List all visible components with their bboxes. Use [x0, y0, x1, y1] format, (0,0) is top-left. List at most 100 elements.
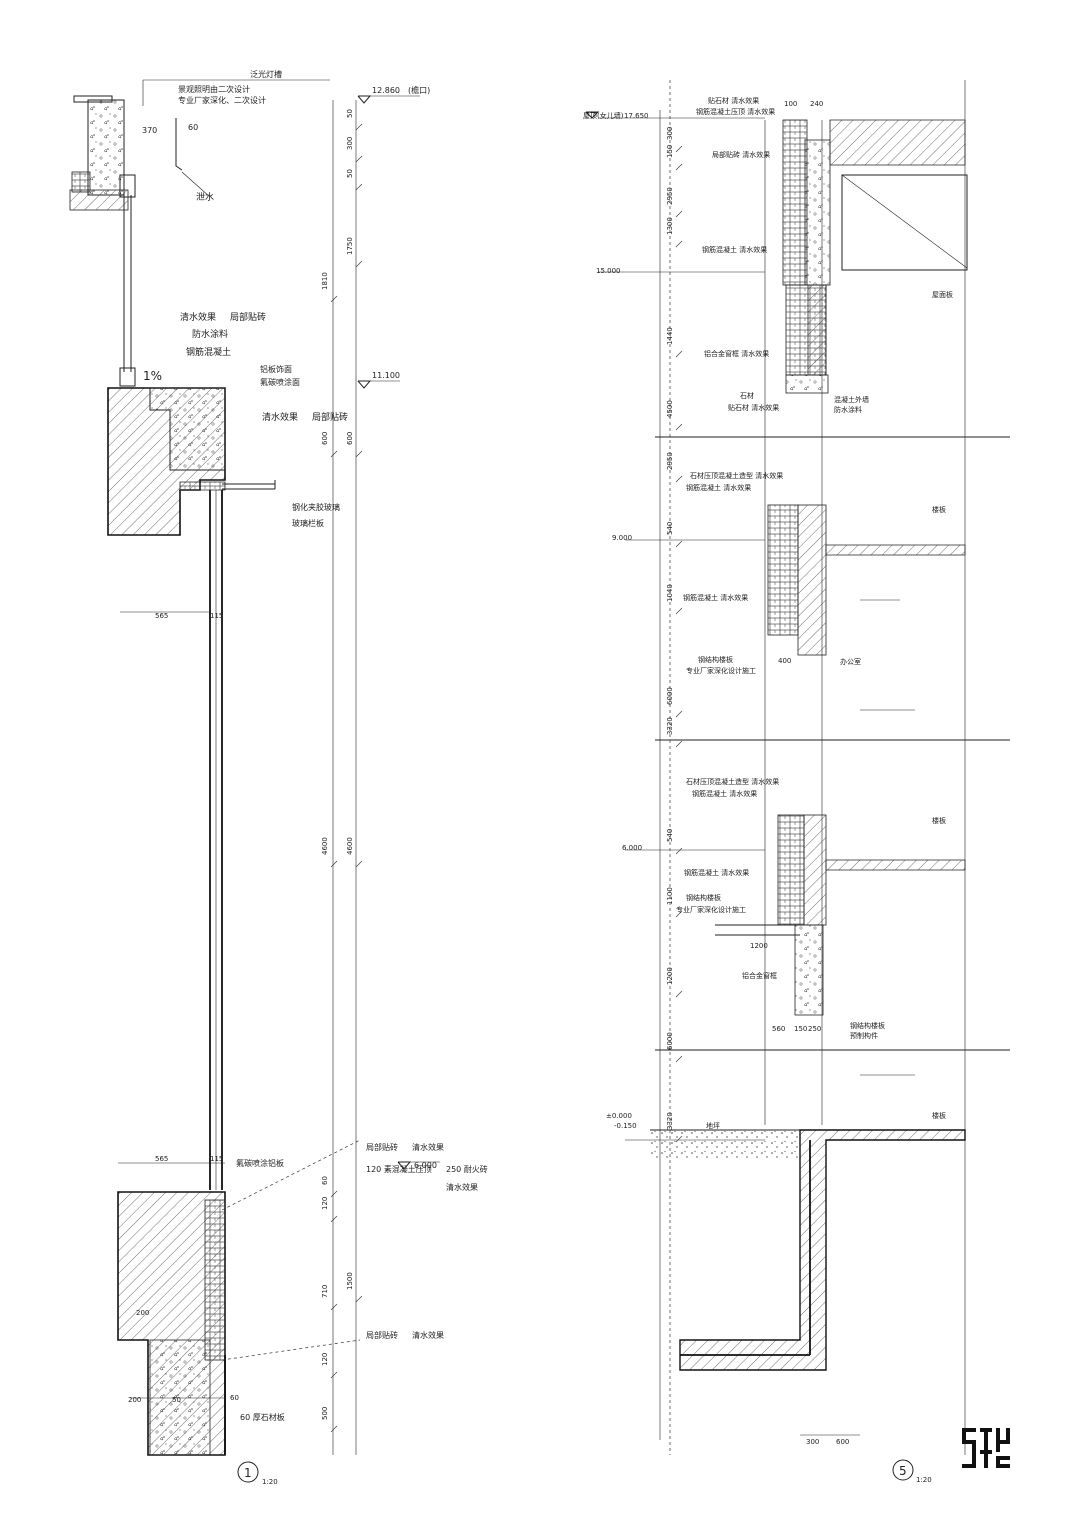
- d1-dim-565a: 565: [155, 612, 168, 620]
- d5-dim-left-tick-10: [675, 740, 683, 748]
- d5-scale: 1:20: [916, 1476, 932, 1484]
- d1-dim-outer-tick-4: [355, 450, 363, 458]
- d1-dim-50: 50: [172, 1396, 181, 1404]
- d1-tiezhuan: 局部贴砖: [312, 411, 348, 423]
- d1-dim-outer-2: 50: [346, 169, 354, 178]
- d1-dim-inner-0: 1810: [321, 272, 329, 290]
- d1-dim-outer-6: 1500: [346, 1272, 354, 1290]
- d5-dim-250: 250: [808, 1025, 821, 1033]
- d5-dim-left-tick-8: [675, 607, 683, 615]
- d5-note-r2: 钢筋混凝土压顶 清水效果: [696, 107, 775, 116]
- d5-dim-left-1: 150: [666, 145, 674, 158]
- d5-label-room: 办公室: [840, 657, 861, 666]
- d5-dim-b2: 600: [836, 1438, 849, 1446]
- d1-dim-inner-tick-7: [330, 1425, 338, 1433]
- d5-label-floor: 楼板: [932, 505, 946, 514]
- d5-dim-400: 400: [778, 657, 791, 665]
- d1-dim-outer-tick-2: [355, 183, 363, 191]
- d5-level-6: 6.000: [622, 844, 642, 852]
- d1-dim-565b: 565: [155, 1155, 168, 1163]
- detail-5-geometry: [585, 80, 1010, 1455]
- d5-dim-left-6: 2950: [666, 452, 674, 470]
- d5-note-l7: 钢结构楼板: [850, 1021, 885, 1030]
- d5-dim-left-tick-0: [675, 145, 683, 153]
- d5-note-r6: 石材: [740, 391, 754, 400]
- d1-dim-115a: 115: [210, 612, 223, 620]
- d1-dim-inner-7: 500: [321, 1407, 329, 1420]
- d5-dim-left-0: 300: [666, 127, 674, 140]
- d5-dimension-chain: 3001502950130014404500295054010406000332…: [666, 127, 683, 1143]
- d1-dim-outer-1: 300: [346, 137, 354, 150]
- d5-dim-left-tick-6: [675, 475, 683, 483]
- d5-dim-left-3: 1300: [666, 217, 674, 235]
- d5-dim-left-tick-11: [675, 847, 683, 855]
- d1-dim-200: 200: [136, 1309, 149, 1317]
- d1-note-a2: 清水效果: [412, 1142, 444, 1152]
- d5-dim-left-tick-7: [675, 540, 683, 548]
- d5-dim-left-tick-14: [675, 1055, 683, 1063]
- d5-dim-left-tick-1: [675, 163, 683, 171]
- d1-dim-inner-2: 4600: [321, 837, 329, 855]
- d1-dim-60: 60: [188, 123, 198, 132]
- d5-dim-left-tick-5: [675, 423, 683, 431]
- d1-dim-outer-tick-3: [355, 260, 363, 268]
- d5-label-floor-3: 楼板: [932, 1111, 946, 1120]
- d1-level-top: 12.860: [372, 86, 400, 95]
- d1-dim-outer-3: 1750: [346, 237, 354, 255]
- d1-note-b: 120 素混凝土压顶: [366, 1164, 432, 1174]
- d5-note-r7: 贴石材 清水效果: [728, 403, 779, 412]
- d5-tag-circle: [892, 1459, 914, 1481]
- d1-dim-outer-tick-0: [355, 123, 363, 131]
- d5-dim-left-14: 6000: [666, 1032, 674, 1050]
- d5-dim-left-tick-15: [675, 1135, 683, 1143]
- d1-level-6: 6.000: [414, 1161, 437, 1170]
- d1-dim-inner-4: 120: [321, 1197, 329, 1210]
- d5-dim-left-2: 2950: [666, 187, 674, 205]
- d1-dim-115b: 115: [210, 1155, 223, 1163]
- d5-level-0b: -0.150: [614, 1122, 637, 1130]
- d5-dim-b1: 300: [806, 1438, 819, 1446]
- d5-note-r1: 贴石材 清水效果: [708, 96, 759, 105]
- d1-glass-1: 钢化夹胶玻璃: [292, 502, 340, 512]
- d1-glass-2: 玻璃栏板: [292, 518, 324, 528]
- d5-note-r9: 防水涂料: [834, 405, 862, 414]
- d1-dim-inner-tick-1: [330, 450, 338, 458]
- d1-drain: 泄水: [196, 191, 214, 203]
- d1-note-d: 局部贴砖: [366, 1330, 398, 1340]
- d5-note-m5: 专业厂家深化设计施工: [686, 666, 756, 675]
- d5-dim-left-tick-4: [675, 350, 683, 358]
- d5-dim-left-9: 6000: [666, 687, 674, 705]
- d1-dim-outer-5: 4600: [346, 837, 354, 855]
- d5-note-m4: 钢结构楼板: [698, 655, 733, 664]
- d5-note-l5: 专业厂家深化设计施工: [676, 905, 746, 914]
- d1-coping-1: 铝板饰面: [260, 364, 292, 374]
- d1-note-c: 清水效果: [446, 1182, 478, 1192]
- d1-qingshui: 清水效果: [262, 411, 298, 423]
- d5-roof-val: 17.650: [624, 112, 649, 120]
- d1-dim-370: 370: [142, 126, 157, 135]
- d5-label-ground: 地坪: [706, 1121, 720, 1130]
- d5-dim-left-8: 1040: [666, 584, 674, 602]
- detail-1-tag: 1 1:20: [237, 1461, 278, 1486]
- d1-dim-inner-tick-0: [330, 295, 338, 303]
- d5-note-m3: 钢筋混凝土 清水效果: [683, 593, 748, 602]
- d5-note-r8: 混凝土外墙: [834, 395, 869, 404]
- d1-dim-inner-3: 60: [321, 1176, 329, 1185]
- d1-level-11: 11.100: [372, 371, 400, 380]
- detail-1-labels: 泛光灯槽 景观照明由二次设计 专业厂家深化、二次设计 12.860 (檐口) 3…: [128, 69, 488, 1422]
- detail-1-geometry: [69, 79, 440, 1456]
- d5-dim-left-tick-3: [675, 240, 683, 248]
- detail-5-labels: 屋顶(女儿墙) 17.650 贴石材 清水效果 钢筋混凝土压顶 清水效果 100…: [583, 96, 953, 1446]
- publisher-logo-icon: [962, 1428, 1010, 1468]
- d1-tag-circle: [237, 1461, 259, 1483]
- d5-level-15: 15.000: [596, 267, 621, 275]
- d1-dim-inner-tick-5: [330, 1303, 338, 1311]
- d5-label-floor-2: 楼板: [932, 816, 946, 825]
- d1-dim-inner-1: 600: [321, 432, 329, 445]
- d1-dim-outer-0: 50: [346, 109, 354, 118]
- d1-dim-inner-6: 120: [321, 1353, 329, 1366]
- d5-note-l4: 钢结构楼板: [686, 893, 721, 902]
- d1-dim-inner-tick-6: [330, 1371, 338, 1379]
- d1-design-note: 景观照明由二次设计: [178, 84, 250, 94]
